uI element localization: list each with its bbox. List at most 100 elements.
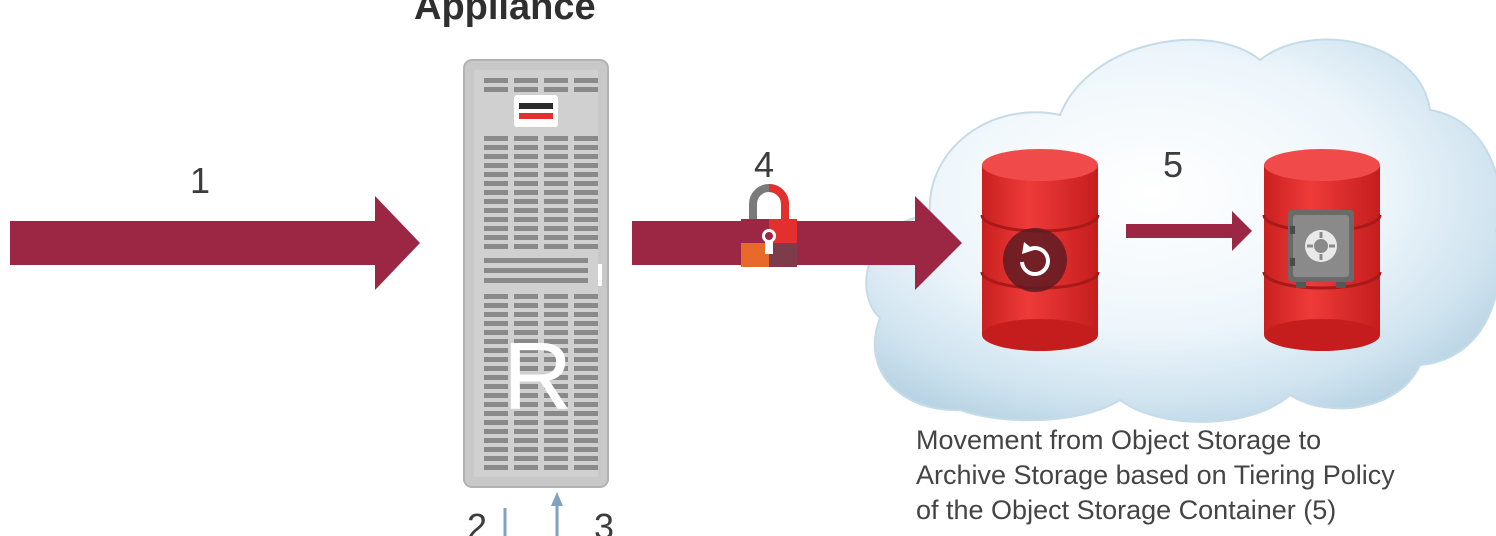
- rack-vent: [574, 321, 598, 326]
- padlock-icon: [741, 184, 797, 267]
- rack-vent: [484, 199, 508, 204]
- rack-vent: [514, 163, 538, 168]
- rack-vent: [514, 402, 538, 407]
- rack-vent: [544, 384, 568, 389]
- rack-vent: [544, 375, 568, 380]
- rack-vent: [544, 339, 568, 344]
- rack-vent: [574, 348, 598, 353]
- rack-vent: [544, 429, 568, 434]
- database-restore-icon: [980, 149, 1100, 351]
- rack-vent: [514, 172, 538, 177]
- rack-vent: [484, 402, 508, 407]
- rack-vent: [484, 375, 508, 380]
- step-label-1: 1: [190, 160, 211, 201]
- rack-vent: [574, 244, 598, 249]
- rack-vent: [514, 136, 538, 141]
- rack-vent: [484, 244, 508, 249]
- rack-vent: [544, 78, 568, 83]
- rack-vent: [544, 217, 568, 222]
- rack-vent: [514, 190, 538, 195]
- rack-vent: [574, 465, 598, 470]
- description-line-2: Archive Storage based on Tiering Policy: [916, 460, 1395, 490]
- rack-vent: [514, 330, 538, 335]
- step-label-2: 2: [467, 506, 488, 536]
- rack-vent: [514, 303, 538, 308]
- rack-vent: [574, 339, 598, 344]
- rack-vent: [514, 312, 538, 317]
- rack-vent: [574, 375, 598, 380]
- rack-vent: [514, 208, 538, 213]
- rack-vent: [514, 420, 538, 425]
- rack-vent: [514, 321, 538, 326]
- rack-vent: [514, 78, 538, 83]
- rack-vent: [484, 438, 508, 443]
- rack-vent: [484, 321, 508, 326]
- rack-vent: [514, 357, 538, 362]
- rack-vent: [574, 78, 598, 83]
- rack-vent: [574, 87, 598, 92]
- rack-vent: [484, 190, 508, 195]
- rack-vent: [574, 438, 598, 443]
- rack-vent: [484, 145, 508, 150]
- rack-vent: [484, 303, 508, 308]
- rack-vent: [484, 429, 508, 434]
- rack-vent: [544, 366, 568, 371]
- rack-vent: [544, 411, 568, 416]
- rack-vent: [544, 456, 568, 461]
- description-line-3: of the Object Storage Container (5): [916, 495, 1337, 525]
- rack-vent: [544, 235, 568, 240]
- step-label-3: 3: [594, 506, 615, 536]
- rack-vent: [574, 145, 598, 150]
- rack-vent: [514, 199, 538, 204]
- rack-vent: [484, 411, 508, 416]
- rack-vent: [544, 154, 568, 159]
- rack-vent: [574, 456, 598, 461]
- rack-vent: [514, 235, 538, 240]
- rack-bar: [484, 258, 588, 263]
- rack-vent: [514, 154, 538, 159]
- rack-vent: [574, 235, 598, 240]
- rack-vent: [544, 294, 568, 299]
- rack-vent: [544, 438, 568, 443]
- step-label-4: 4: [754, 144, 775, 185]
- rack-vent: [484, 366, 508, 371]
- rack-vent: [574, 393, 598, 398]
- rack-vent: [544, 181, 568, 186]
- rack-vent: [514, 244, 538, 249]
- rack-vent: [544, 357, 568, 362]
- tiering-description: Movement from Object Storage to Archive …: [916, 423, 1395, 528]
- rack-vent: [514, 181, 538, 186]
- rack-vent: [544, 163, 568, 168]
- rack-vent: [514, 226, 538, 231]
- rack-vent: [574, 154, 598, 159]
- step-label-5: 5: [1163, 144, 1184, 185]
- rack-vent: [484, 330, 508, 335]
- server-rack-icon: [463, 59, 609, 488]
- rack-vent: [484, 357, 508, 362]
- rack-vent: [514, 393, 538, 398]
- rack-vent: [514, 411, 538, 416]
- rack-vent: [484, 78, 508, 83]
- rack-vent: [484, 393, 508, 398]
- rack-vent: [514, 366, 538, 371]
- rack-vent: [544, 321, 568, 326]
- description-line-1: Movement from Object Storage to: [916, 425, 1322, 455]
- rack-vent: [484, 136, 508, 141]
- rack-vent: [514, 384, 538, 389]
- rack-bar: [484, 278, 588, 283]
- rack-vent: [544, 87, 568, 92]
- rack-vent: [484, 384, 508, 389]
- rack-vent: [544, 208, 568, 213]
- rack-vent: [484, 420, 508, 425]
- rack-vent: [574, 172, 598, 177]
- rack-vent: [574, 420, 598, 425]
- rack-vent: [484, 226, 508, 231]
- rack-vent: [514, 456, 538, 461]
- tiering-arrow: [1126, 211, 1252, 251]
- rack-vent: [544, 348, 568, 353]
- rack-vent: [544, 447, 568, 452]
- rack-vent: [514, 429, 538, 434]
- rack-vent: [514, 339, 538, 344]
- rack-vent: [514, 217, 538, 222]
